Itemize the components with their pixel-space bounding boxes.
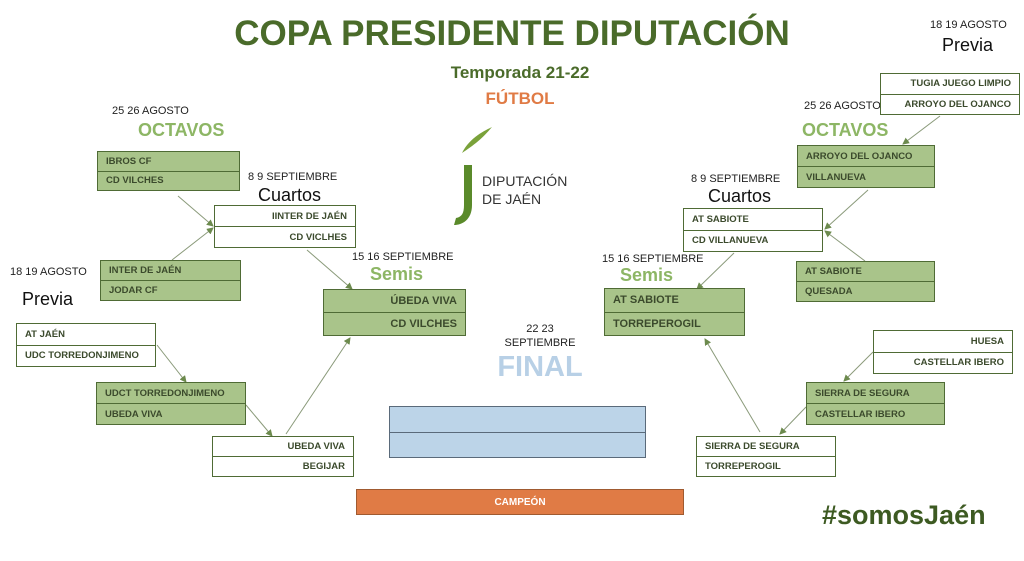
final-label: FINAL [497,351,583,383]
match-box: UDCT TORREDONJIMENO UBEDA VIVA [96,382,246,425]
team: AT SABIOTE [692,213,749,225]
left-previa-date: 18 19 AGOSTO [10,266,87,278]
team: ÚBEDA VIVA [390,295,457,307]
left-cuartos-label: Cuartos [258,185,322,205]
team: IBROS CF [106,155,152,167]
logo-text-2: DE JAÉN [482,191,542,207]
team: UBEDA VIVA [97,403,245,424]
team [390,407,645,432]
right-previa-date: 18 19 AGOSTO [930,19,1007,31]
final-date-line1: 22 23 [526,323,554,335]
team: CD VICLHES [215,226,355,247]
right-semis-date: 15 16 SEPTIEMBRE [602,253,704,265]
logo-text-1: DIPUTACIÓN [482,173,568,189]
team: ARROYO DEL OJANCO [881,93,1019,115]
page-title: COPA PRESIDENTE DIPUTACIÓN [234,14,790,53]
left-semis-date: 15 16 SEPTIEMBRE [352,251,454,263]
team: VILLANUEVA [798,166,934,187]
header: COPA PRESIDENTE DIPUTACIÓN [0,14,1024,54]
team: CD VILCHES [324,312,465,335]
match-box: AT SABIOTE CD VILLANUEVA [683,208,823,252]
team: SIERRA DE SEGURA [705,441,800,452]
right-octavos-label: OCTAVOS [802,120,889,140]
match-box: AT SABIOTE TORREPEROGIL [604,288,745,336]
team: UDCT TORREDONJIMENO [105,387,225,399]
team [390,431,645,458]
match-box: SIERRA DE SEGURA CASTELLAR IBERO [806,382,945,425]
team: AT SABIOTE [805,266,862,277]
team: CD VILCHES [98,170,239,191]
final-date-line2: SEPTIEMBRE [504,337,576,349]
team: BEGIJAR [213,456,353,476]
team: UBEDA VIVA [287,441,345,452]
right-octavos-date: 25 26 AGOSTO [804,100,881,112]
match-box: SIERRA DE SEGURA TORREPEROGIL [696,436,836,477]
match-box: AT SABIOTE QUESADA [796,261,935,302]
right-cuartos-label: Cuartos [708,186,772,206]
logo-mark-icon [454,127,492,225]
sport-label: FÚTBOL [485,89,555,108]
final-date: 22 23 SEPTIEMBRE [480,322,600,350]
left-cuartos-date: 8 9 SEPTIEMBRE [248,171,338,183]
right-cuartos-date: 8 9 SEPTIEMBRE [691,173,781,185]
match-box: IBROS CF CD VILCHES [97,151,240,191]
team: ARROYO DEL OJANCO [806,150,913,162]
season-label: Temporada 21-22 [450,63,590,82]
team: TORREPEROGIL [605,311,744,336]
match-box: HUESA CASTELLAR IBERO [873,330,1013,374]
team: INTER DE JAÉN [109,265,182,276]
match-box: ÚBEDA VIVA CD VILCHES [323,289,466,336]
champion-box: CAMPEÓN [356,489,684,515]
right-semis-label: Semis [620,265,674,285]
match-box: ARROYO DEL OJANCO VILLANUEVA [797,145,935,188]
left-semis-label: Semis [370,264,424,284]
hashtag: #somosJaén [822,500,986,530]
left-octavos-date: 25 26 AGOSTO [112,105,189,117]
team: UDC TORREDONJIMENO [17,344,155,367]
left-octavos-label: OCTAVOS [138,120,225,140]
team: JODAR CF [101,280,240,300]
match-box: TUGIA JUEGO LIMPIO ARROYO DEL OJANCO [880,73,1020,115]
match-box: AT JAÉN UDC TORREDONJIMENO [16,323,156,367]
left-previa-label: Previa [22,289,74,309]
match-box: INTER DE JAÉN JODAR CF [100,260,241,301]
team: HUESA [970,335,1004,347]
match-box: IINTER DE JAÉN CD VICLHES [214,205,356,248]
right-previa-label: Previa [942,35,994,55]
team: QUESADA [797,281,934,301]
team: IINTER DE JAÉN [272,210,347,222]
diputacion-logo: DIPUTACIÓN DE JAÉN [452,125,592,225]
team: CASTELLAR IBERO [874,351,1012,374]
team: CD VILLANUEVA [684,229,822,252]
team: SIERRA DE SEGURA [815,387,910,399]
team: TUGIA JUEGO LIMPIO [910,78,1011,90]
team: CASTELLAR IBERO [807,403,944,424]
final-match-box [389,406,646,458]
team: AT JAÉN [25,328,65,340]
match-box: UBEDA VIVA BEGIJAR [212,436,354,477]
team: AT SABIOTE [613,294,679,307]
team: TORREPEROGIL [697,456,835,476]
